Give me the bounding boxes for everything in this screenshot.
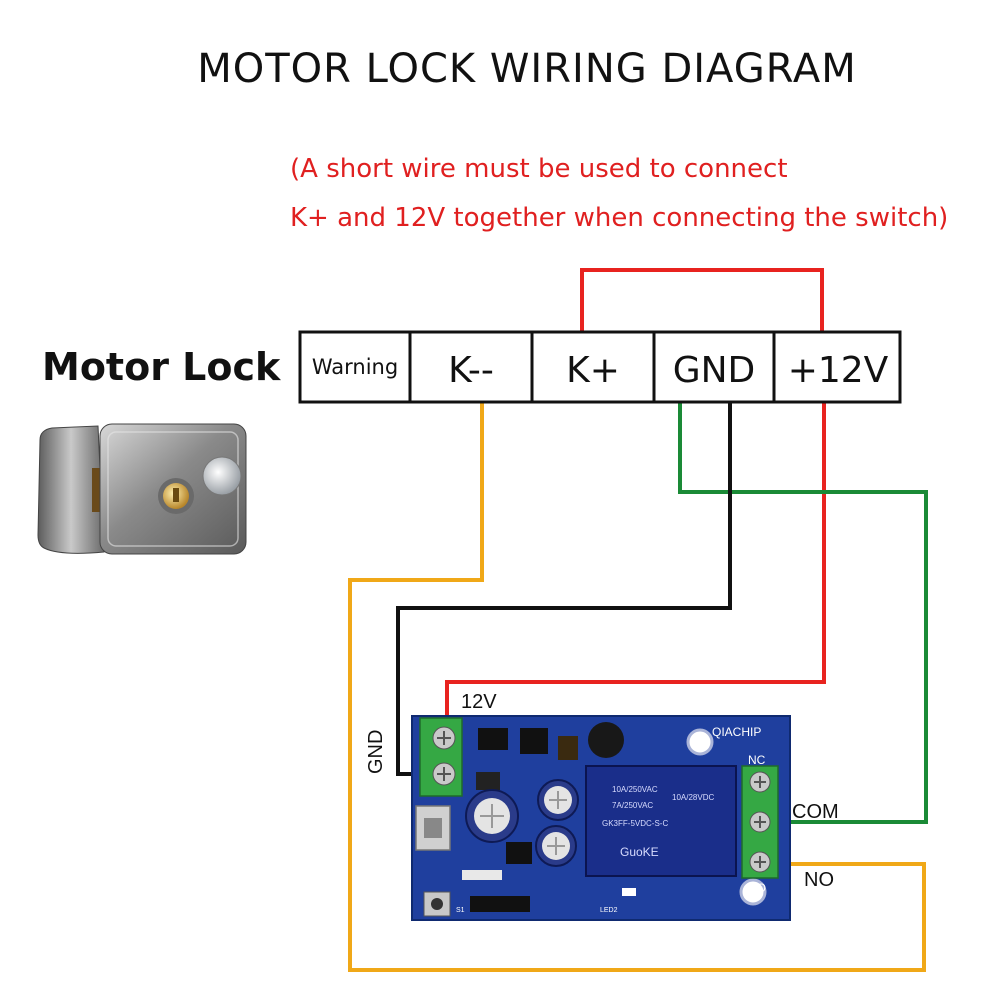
- label-12v: 12V: [461, 691, 497, 713]
- note-line-2: K+ and 12V together when connecting the …: [290, 203, 948, 233]
- yellow-no-wire: [348, 402, 926, 972]
- red-12v-wire: [445, 402, 826, 722]
- output-terminal-block: [741, 765, 779, 879]
- terminal-k-plus: K+: [566, 350, 620, 391]
- terminal-k-minus: K--: [448, 350, 494, 391]
- label-com: COM: [792, 801, 839, 823]
- relay: 10A/250VAC 10A/28VDC 7A/250VAC GK3FF-5VD…: [585, 765, 737, 877]
- terminal-strip: Warning K-- K+ GND +12V: [298, 330, 902, 404]
- s1-label: S1: [456, 907, 465, 914]
- label-gnd: GND: [365, 730, 387, 774]
- terminal-12v: +12V: [788, 350, 889, 391]
- input-terminal-block: [419, 717, 463, 797]
- relay-rating-1: 10A/250VAC: [612, 785, 658, 794]
- board-nc-label: NC: [748, 753, 766, 767]
- capacitor-2: [537, 779, 579, 821]
- motor-lock-image: [37, 423, 247, 555]
- relay-rating-3: 7A/250VAC: [612, 801, 653, 810]
- red-jumper-wire: [580, 268, 824, 332]
- black-gnd-wire: [396, 402, 732, 776]
- label-no: NO: [804, 869, 834, 891]
- relay-model: GK3FF-5VDC-S-C: [602, 819, 668, 828]
- motor-lock-label: Motor Lock: [42, 345, 281, 389]
- green-com-wire: [678, 402, 928, 824]
- led-label: LED2: [600, 907, 618, 914]
- terminal-gnd: GND: [673, 350, 756, 391]
- capacitor-1: [465, 789, 519, 843]
- board-no-label-pcb: NO: [748, 881, 766, 895]
- relay-board: QIACHIP NC NO S1: [411, 715, 791, 921]
- capacitor-3: [535, 825, 577, 867]
- terminal-warning: Warning: [312, 355, 398, 379]
- diagram-title: MOTOR LOCK WIRING DIAGRAM: [197, 46, 857, 92]
- wires: [348, 268, 928, 972]
- note-line-1: (A short wire must be used to connect: [290, 154, 788, 184]
- relay-brand: GuoKE: [620, 845, 659, 859]
- relay-rating-2: 10A/28VDC: [672, 793, 714, 802]
- board-brand: QIACHIP: [712, 725, 761, 739]
